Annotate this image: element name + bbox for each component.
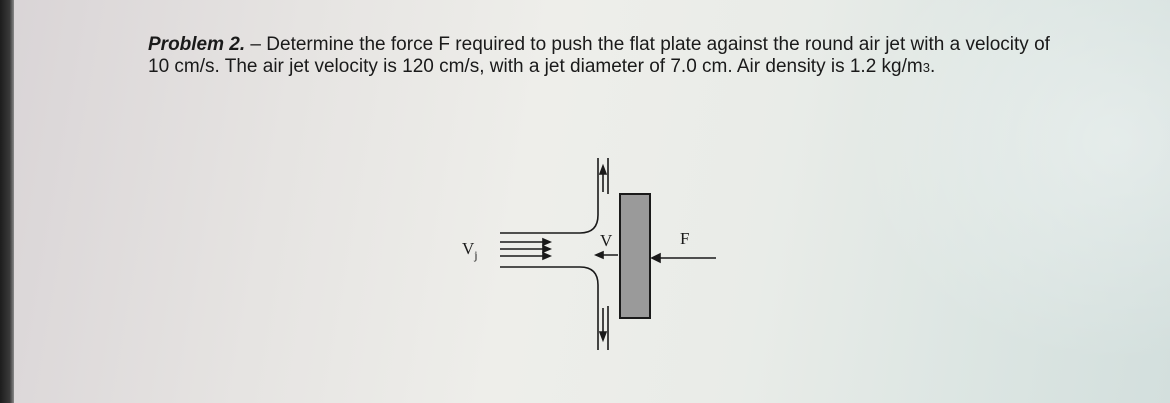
plate-velocity-label: V [600,231,613,250]
jet-flow-arrows [500,237,553,261]
deflected-flow-arrows [598,163,608,343]
jet-velocity-label: Vj [462,239,478,262]
force-label: F [680,229,689,248]
problem-end: . [929,56,936,77]
jet-plate-diagram: Vj V F [450,150,750,360]
density-unit-exponent: 3 [922,60,930,75]
problem-heading: Problem 2. [148,34,246,55]
flat-plate [619,193,651,319]
screen-bezel [0,0,14,403]
problem-statement: Problem 2. – Determine the force F requi… [148,34,1068,79]
problem-body: Determine the force F required to push t… [148,34,1050,77]
problem-dash: – [245,34,267,55]
force-arrow [650,252,716,264]
plate-velocity-arrow [593,250,618,260]
jet-streamlines [500,158,609,350]
